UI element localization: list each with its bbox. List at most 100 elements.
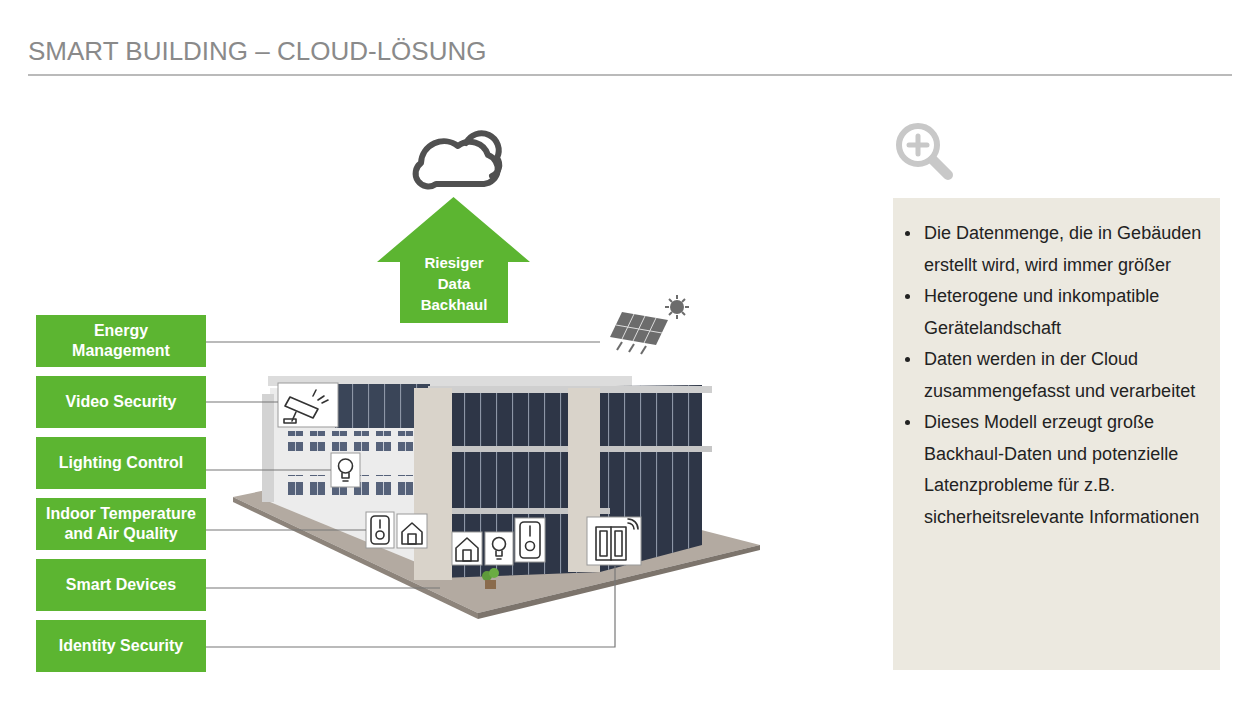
bullet-item: Dieses Modell erzeugt große Backhaul-Dat… (893, 407, 1202, 533)
bullet-item: Heterogene und inkompatible Gerätelandsc… (893, 281, 1202, 344)
bullet-dot (905, 231, 910, 236)
category-box: Video Security (36, 376, 206, 428)
box-label: Smart Devices (66, 575, 176, 595)
leader-lines-part (206, 587, 440, 588)
arrow-label: Riesiger Data Backhaul (417, 252, 491, 315)
solar-panel-icon-part (670, 300, 684, 314)
icon-symbols-part (342, 473, 349, 481)
building-part (262, 394, 274, 502)
device-icons-part (397, 514, 427, 548)
box-label: Video Security (66, 392, 177, 412)
icon-symbols-part (408, 534, 416, 544)
icon-symbols-part (371, 516, 389, 544)
icon-symbols-part (526, 542, 535, 551)
solar-panel-icon-part (610, 312, 668, 345)
category-box: Energy Management (36, 315, 206, 367)
solar-panel-icon (610, 295, 689, 354)
icon-symbols-part (628, 519, 638, 529)
bullet-item: Daten werden in der Cloud zusammengefass… (893, 344, 1202, 407)
title-rule (28, 74, 1232, 75)
icon-symbols-part (285, 397, 318, 418)
solar-panel-icon-part-part (682, 299, 685, 302)
icon-symbols-part (496, 551, 502, 559)
icon-symbols-part (596, 527, 626, 560)
cloud-icon-part (416, 141, 498, 186)
category-box: Identity Security (36, 620, 206, 672)
potted-plant (482, 568, 499, 589)
arrow-fill (377, 197, 530, 323)
leader-lines-part (206, 341, 600, 342)
page-title: SMART BUILDING – CLOUD-LÖSUNG (28, 36, 486, 67)
arrow-shape: Riesiger Data Backhaul (377, 197, 530, 323)
solar-panel-icon-part-part (685, 306, 689, 308)
building (233, 376, 760, 619)
magnifier-icon-part (933, 160, 948, 175)
leader-lines-part (206, 529, 366, 530)
box-label: Identity Security (59, 636, 183, 656)
cloud-icon-part (466, 133, 499, 176)
building-part (288, 431, 420, 451)
box-label: Lighting Control (59, 453, 183, 473)
icon-symbols-part (610, 527, 612, 560)
bullet-dot (905, 357, 910, 362)
box-label: Energy Management (65, 321, 177, 361)
solar-panel-icon-part-part (669, 312, 672, 315)
icon-symbols-part (376, 531, 384, 539)
solar-panel-icon-part-part (669, 299, 672, 302)
icon-symbols-part (456, 538, 478, 561)
magnifier-icon-part (916, 136, 921, 154)
solar-panel-icon-part-part (676, 295, 678, 299)
solar-panel-icon-part-part (641, 346, 646, 354)
bullet-text: Dieses Modell erzeugt große Backhaul-Dat… (924, 407, 1202, 533)
device-icons-part (331, 453, 360, 487)
device-icons-part (587, 517, 641, 565)
leader-lines-part (206, 566, 615, 647)
solar-panel-icon-part-part (616, 325, 662, 333)
device-icons (278, 383, 641, 565)
category-box: Lighting Control (36, 437, 206, 489)
building-part (440, 385, 702, 578)
device-icons-part (515, 518, 545, 562)
icon-symbols-part (529, 526, 531, 536)
device-icons-part (366, 512, 394, 548)
icon-symbols-part (493, 538, 506, 551)
icon-symbols-part (284, 419, 296, 423)
solar-panel-icon-part-part (617, 342, 622, 350)
magnifier-icon (899, 126, 948, 175)
bullet-text: Heterogene und inkompatible Gerätelandsc… (924, 281, 1202, 344)
bullet-dot (905, 294, 910, 299)
device-icons-part (452, 532, 482, 565)
solar-panel-icon-part (617, 295, 689, 354)
bullet-text: Die Datenmenge, die in Gebäuden erstellt… (924, 218, 1202, 281)
potted-plant-part (485, 580, 496, 589)
category-box: Indoor Temperature and Air Quality (36, 498, 206, 550)
icon-symbols-part (402, 523, 422, 544)
bullet-text: Daten werden in der Cloud zusammengefass… (924, 344, 1202, 407)
building-part (414, 388, 452, 580)
bullet-item: Die Datenmenge, die in Gebäuden erstellt… (893, 218, 1202, 281)
icon-symbols-part (339, 459, 353, 473)
solar-panel-icon-part (616, 314, 662, 343)
icon-symbols (284, 390, 638, 561)
icon-symbols-part (463, 550, 471, 561)
solar-panel-icon-part-part (629, 344, 634, 352)
icon-symbols-part (379, 520, 381, 528)
icon-symbols-part (600, 531, 622, 556)
potted-plant-part (489, 568, 499, 578)
solar-panel-icon-part-part (682, 312, 685, 315)
icon-symbols-part (313, 390, 328, 403)
device-icons-part (485, 532, 513, 565)
solar-panel-icon-part-part (665, 306, 669, 308)
device-icons-part (278, 383, 338, 427)
bullet-dot (905, 420, 910, 425)
icon-symbols-part (520, 522, 540, 558)
category-box: Smart Devices (36, 559, 206, 611)
solar-panel-icon-part-part (676, 315, 678, 319)
leader-lines (206, 342, 615, 647)
leader-lines-part (206, 469, 331, 470)
building-part (440, 385, 702, 578)
box-label: Indoor Temperature and Air Quality (42, 504, 200, 544)
leader-lines-part (206, 401, 278, 402)
info-panel: Die Datenmenge, die in Gebäuden erstellt… (893, 198, 1220, 670)
